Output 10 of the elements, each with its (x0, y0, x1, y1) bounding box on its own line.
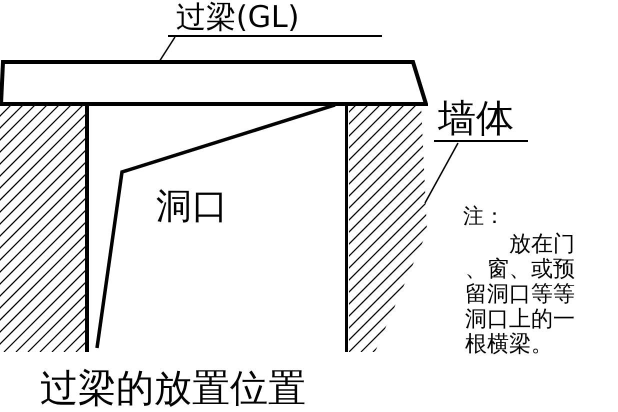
beam-label: 过梁(GL) (168, 0, 382, 37)
wall-label: 墙体 (434, 96, 528, 142)
note-heading: 注： (463, 203, 505, 229)
opening-label: 洞口 (156, 186, 228, 228)
note-text: 放在门、窗、或预留洞口等等洞口上的一根横梁。 (465, 232, 576, 357)
lintel-beam (0, 60, 428, 106)
caption: 过梁的放置位置 (40, 366, 306, 410)
hatched-wall (345, 104, 427, 352)
leader-line (158, 36, 176, 62)
leader-line (424, 142, 459, 204)
